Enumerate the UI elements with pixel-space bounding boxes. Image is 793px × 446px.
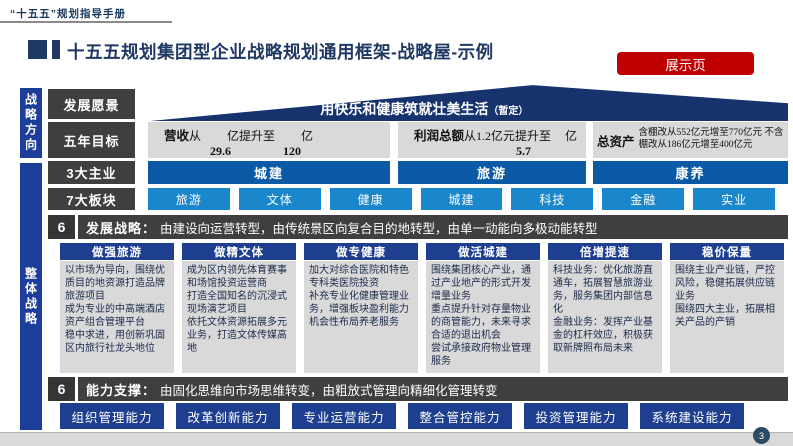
capability-title: 能力支撑：: [86, 382, 157, 398]
header-note: “十五五”规划指导手册: [10, 8, 126, 20]
dev-strategy-text: 由建设向运营转型，由传统景区向复合目的地转型，由单一动能向多极动能转型: [160, 221, 598, 236]
sector-box: 文体: [238, 188, 321, 210]
assets-detail: 含棚改从552亿元增至770亿元 不含棚改从186亿元增至400亿元: [638, 128, 784, 150]
strategy-column-urban: 做活城建 围绕集团核心产业，通过产业地产的形式开发增量业务 重点提升针对存量物业…: [426, 243, 540, 373]
row-label-main-business: 3大主业: [48, 161, 135, 184]
dev-strategy-band: 6 发展战略： 由建设向运营转型，由传统景区向复合目的地转型，由单一动能向多极动…: [48, 215, 788, 239]
strategy-column-health: 做专健康 加大对综合医院和特色专科类医院投资 补充专业化健康管理业务，增强板块盈…: [304, 243, 418, 373]
capability-button-system[interactable]: 系统建设能力: [640, 403, 744, 429]
sector-box: 实业: [693, 188, 776, 210]
capability-buttons: 组织管理能力 改革创新能力 专业运营能力 整合管控能力 投资管理能力 系统建设能…: [60, 403, 744, 429]
sector-box: 城建: [420, 188, 503, 210]
sector-box: 健康: [329, 188, 412, 210]
capability-number: 6: [48, 377, 75, 401]
page-title: 十五五规划集团型企业战略规划通用框架-战略屋-示例: [67, 42, 494, 62]
goal-assets: 总资产 含棚改从552亿元增至770亿元 不含棚改从186亿元增至400亿元: [593, 122, 788, 158]
profit-to-value: 5.7: [516, 144, 531, 158]
sidebar-label: 整体战略: [23, 266, 38, 327]
sector-box: 金融: [602, 188, 685, 210]
capability-band: 6 能力支撑： 由固化思维向市场思维转变，由粗放式管理向精细化管理转变: [48, 377, 788, 401]
main-business-kangyang: 康养: [593, 161, 788, 184]
sidebar-strategy-direction: 战略方向: [20, 88, 42, 158]
row-label-goals: 五年目标: [48, 122, 135, 158]
capability-text: 由固化思维向市场思维转变，由粗放式管理向精细化管理转变: [160, 383, 498, 398]
strategy-columns: 做强旅游 以市场为导向，围绕优质目的地资源打造品牌旅游项目 成为专业的中高端酒店…: [60, 243, 784, 373]
title-bullet-icon: [52, 40, 60, 59]
sector-box: 科技: [511, 188, 594, 210]
vision-statement: 用快乐和健康筑就壮美生活（暂定）: [320, 101, 529, 117]
strategy-column-tech-finance: 倍增提速 科技业务：优化旅游直通车，拓展智慧旅游业务，服务集团内部信息化 金融业…: [548, 243, 662, 373]
capability-button-reform[interactable]: 改革创新能力: [176, 403, 280, 429]
goal-revenue: 营收从亿提升至亿 29.6 120: [148, 122, 390, 158]
main-business-lvyou: 旅游: [398, 161, 586, 184]
main-business-chengjian: 城建: [148, 161, 390, 184]
capability-button-control[interactable]: 整合管控能力: [408, 403, 512, 429]
capability-button-investment[interactable]: 投资管理能力: [524, 403, 628, 429]
header-underline: [0, 21, 172, 23]
sector-box: 旅游: [148, 188, 230, 210]
show-page-button[interactable]: 展示页: [617, 52, 754, 75]
footer-bar: [0, 432, 793, 446]
strategy-column-industry: 稳价保量 围绕主业产业链，严控风险，稳健拓展供应链业务 围绕四大主业，拓展相关产…: [670, 243, 784, 373]
revenue-from-value: 29.6: [210, 144, 231, 158]
row-label-sectors: 7大板块: [48, 188, 135, 210]
strategy-column-tourism: 做强旅游 以市场为导向，围绕优质目的地资源打造品牌旅游项目 成为专业的中高端酒店…: [60, 243, 174, 373]
vision-roof-shape: 用快乐和健康筑就壮美生活（暂定）: [150, 85, 788, 121]
row-label-vision: 发展愿景: [48, 89, 135, 119]
dev-strategy-title: 发展战略：: [86, 220, 157, 236]
dev-strategy-number: 6: [48, 215, 75, 239]
title-bullet-icon: [28, 40, 47, 59]
capability-button-organization[interactable]: 组织管理能力: [60, 403, 164, 429]
sidebar-label: 战略方向: [23, 93, 38, 153]
revenue-to-value: 120: [283, 144, 301, 158]
strategy-column-culture-sports: 做精文体 成为区内领先体育赛事和场馆投资运营商 打造全国知名的沉浸式现场演艺项目…: [182, 243, 296, 373]
sidebar-overall-strategy: 整体战略: [20, 163, 42, 430]
capability-button-operation[interactable]: 专业运营能力: [292, 403, 396, 429]
sector-row: 旅游 文体 健康 城建 科技 金融 实业: [148, 188, 776, 210]
goal-profit: 利润总额从1.2亿元提升至亿 5.7: [398, 122, 586, 158]
page-number-badge: 3: [753, 427, 770, 444]
